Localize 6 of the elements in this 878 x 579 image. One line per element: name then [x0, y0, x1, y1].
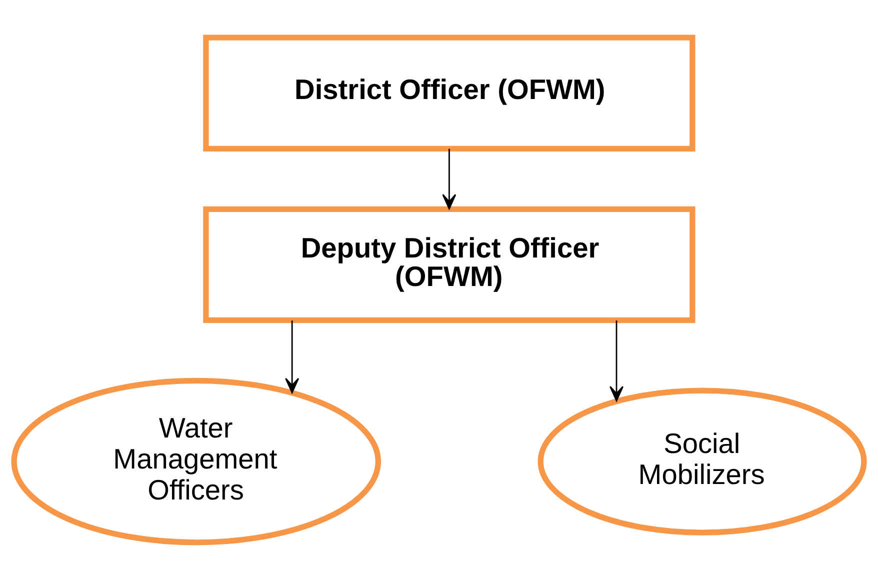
arrow: [442, 148, 456, 209]
node-box: Deputy District Officer (OFWM): [203, 206, 696, 323]
node-box: District Officer (OFWM): [203, 34, 696, 152]
arrow: [285, 320, 300, 393]
node-ellipse: Social Mobilizers: [538, 387, 867, 535]
arrow: [609, 320, 624, 401]
